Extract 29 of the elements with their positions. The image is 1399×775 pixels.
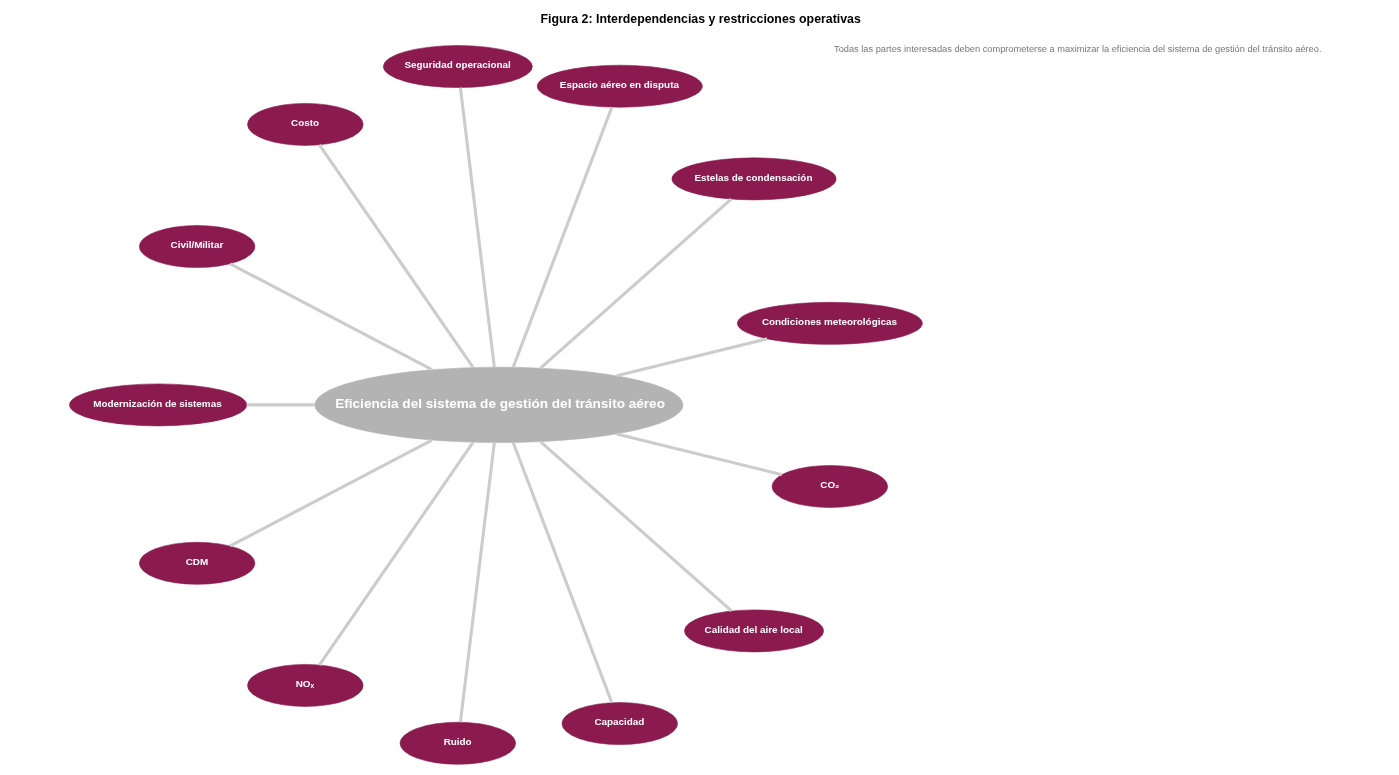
node-ellipse: CO₂ [771,465,888,508]
node-ellipse: Modernización de sistemas [69,383,247,427]
node-ellipse: Capacidad [561,702,678,745]
connector [458,442,496,723]
connector [616,337,768,378]
node-ellipse: Espacio aéreo en disputa [536,64,703,108]
node-ellipse: NOₓ [247,664,364,707]
connector [229,262,433,372]
diagram-title: Figura 2: Interdependencias y restricciones operativas [540,11,861,26]
connector [229,438,433,548]
connector [246,403,315,407]
node-ellipse: Eficiencia del sistema de gestión del tránsito aéreo [314,366,684,443]
connector [318,441,475,666]
node-ellipse: Civil/Militar [139,225,256,268]
label: Todas las partes interesadas deben comprometerse a maximizar la eficiencia del sistema de gestión del tránsito aéreo. [834,44,1322,55]
connector [511,106,614,368]
node-ellipse: CDM [139,541,256,585]
connector [539,198,733,370]
connector [458,87,496,368]
connector [539,440,733,613]
node-ellipse: Ruido [399,721,516,765]
node-ellipse: Estelas de condensación [671,157,837,201]
node-ellipse: Condiciones meteorológicas [737,302,923,345]
connector [318,144,475,369]
node-ellipse: Costo [247,103,364,146]
connector [511,442,614,704]
connector [616,432,783,477]
node-ellipse: Seguridad operacional [383,45,533,88]
node-ellipse: Calidad del aire local [684,609,824,653]
